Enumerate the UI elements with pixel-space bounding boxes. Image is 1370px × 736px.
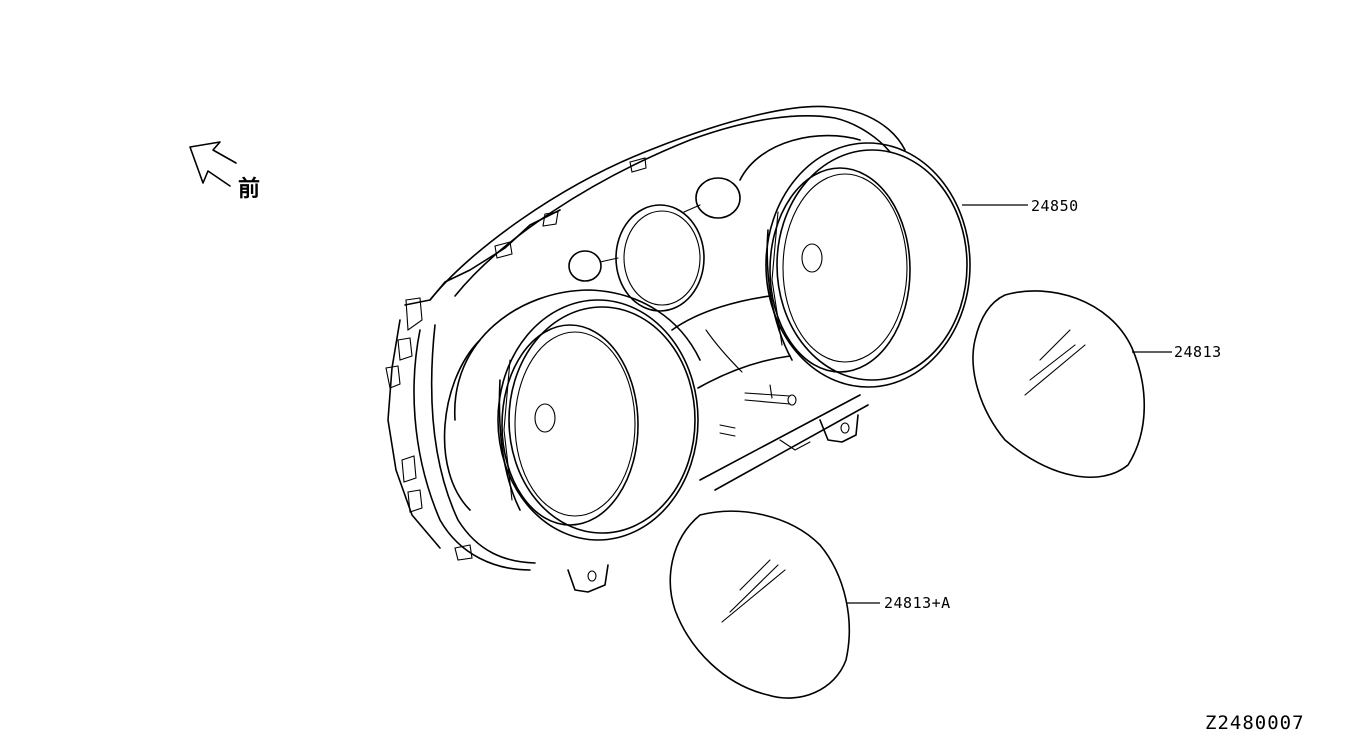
front-direction-indicator: 前: [189, 141, 260, 202]
illustration-code: Z2480007: [1205, 712, 1305, 734]
front-direction-arrow-icon: [189, 141, 237, 187]
meter-assembly-drawing: 24850: [385, 105, 1079, 593]
lens-right-drawing: 24813: [972, 290, 1222, 478]
part-number-24850: 24850: [1031, 197, 1079, 215]
front-label: 前: [238, 176, 260, 202]
part-number-24813-a: 24813+A: [884, 594, 951, 612]
part-number-24813: 24813: [1174, 343, 1222, 361]
lens-left-drawing: 24813+A: [669, 510, 951, 699]
